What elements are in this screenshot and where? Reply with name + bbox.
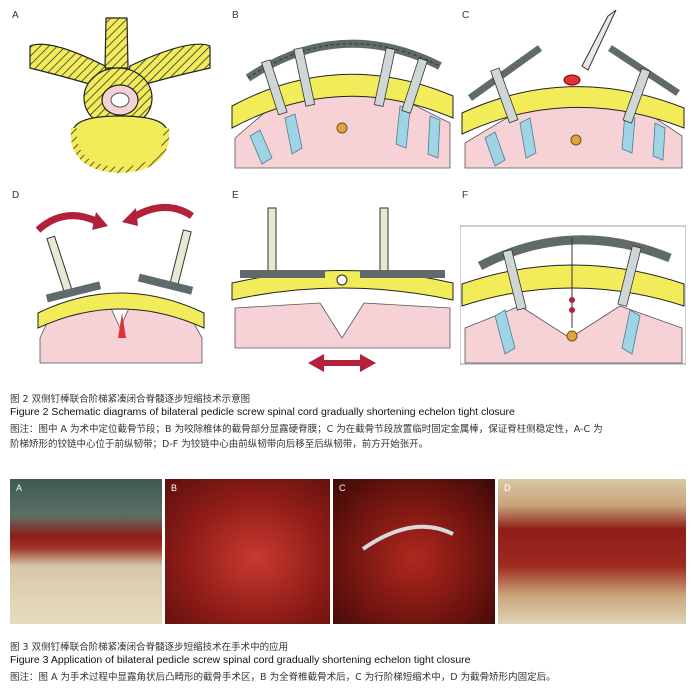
panel-label: D xyxy=(504,483,511,493)
panel-label: A xyxy=(12,10,19,21)
fig3-photo-d: D xyxy=(498,479,686,624)
fig2-panel-f: F xyxy=(460,188,686,373)
figure3-caption-en: Figure 3 Application of bilateral pedicl… xyxy=(10,654,471,666)
posterior-hinge-diagram xyxy=(231,207,454,372)
temporary-rod-diagram xyxy=(461,9,685,169)
figure2-note-line2: 阶梯矫形的铰链中心位于前纵韧带；D-F 为铰链中心由前纵韧带向后移至后纵韧带，前… xyxy=(10,439,429,450)
panel-label: C xyxy=(339,483,346,493)
fig3-photo-c: C xyxy=(333,479,495,624)
fig2-panel-b: B xyxy=(230,8,455,173)
panel-label: A xyxy=(16,483,23,493)
figure3-caption-cn: 图 3 双侧钉棒联合阶梯紧凑闭合脊髓逐步短缩技术在手术中的应用 xyxy=(10,642,289,653)
fig2-panel-c: C xyxy=(460,8,686,173)
hinge-rotation-diagram xyxy=(35,204,205,364)
panel-label: F xyxy=(462,190,469,201)
panel-label: B xyxy=(232,10,239,21)
fig2-panel-e: E xyxy=(230,188,455,373)
vertebra-cross-section-diagram xyxy=(29,17,211,173)
closure-fixation-diagram xyxy=(460,225,686,365)
figure2-caption-cn: 图 2 双侧钉棒联合阶梯紧凑闭合脊髓逐步短缩技术示意图 xyxy=(10,394,251,405)
fig2-panel-a: A xyxy=(10,8,225,173)
figure2-caption-en: Figure 2 Schematic diagrams of bilateral… xyxy=(10,406,515,418)
fig3-photo-a: A xyxy=(10,479,162,624)
figure2-note-line1: 图注：图中 A 为术中定位截骨节段；B 为咬除椎体的截骨部分显露硬脊膜；C 为在… xyxy=(10,424,603,435)
panel-label: D xyxy=(12,190,20,201)
panel-label: C xyxy=(462,10,470,21)
rod-overlay xyxy=(361,524,454,551)
fig3-photo-b: B xyxy=(165,479,330,624)
panel-label: B xyxy=(171,483,178,493)
figure3-note-line1: 图注：图 A 为手术过程中显露角状后凸畸形的截骨手术区，B 为全脊椎截骨术后，C… xyxy=(10,672,556,683)
panel-label: E xyxy=(232,190,239,201)
fig2-panel-d: D xyxy=(10,188,225,373)
spine-resection-diagram xyxy=(230,8,455,173)
